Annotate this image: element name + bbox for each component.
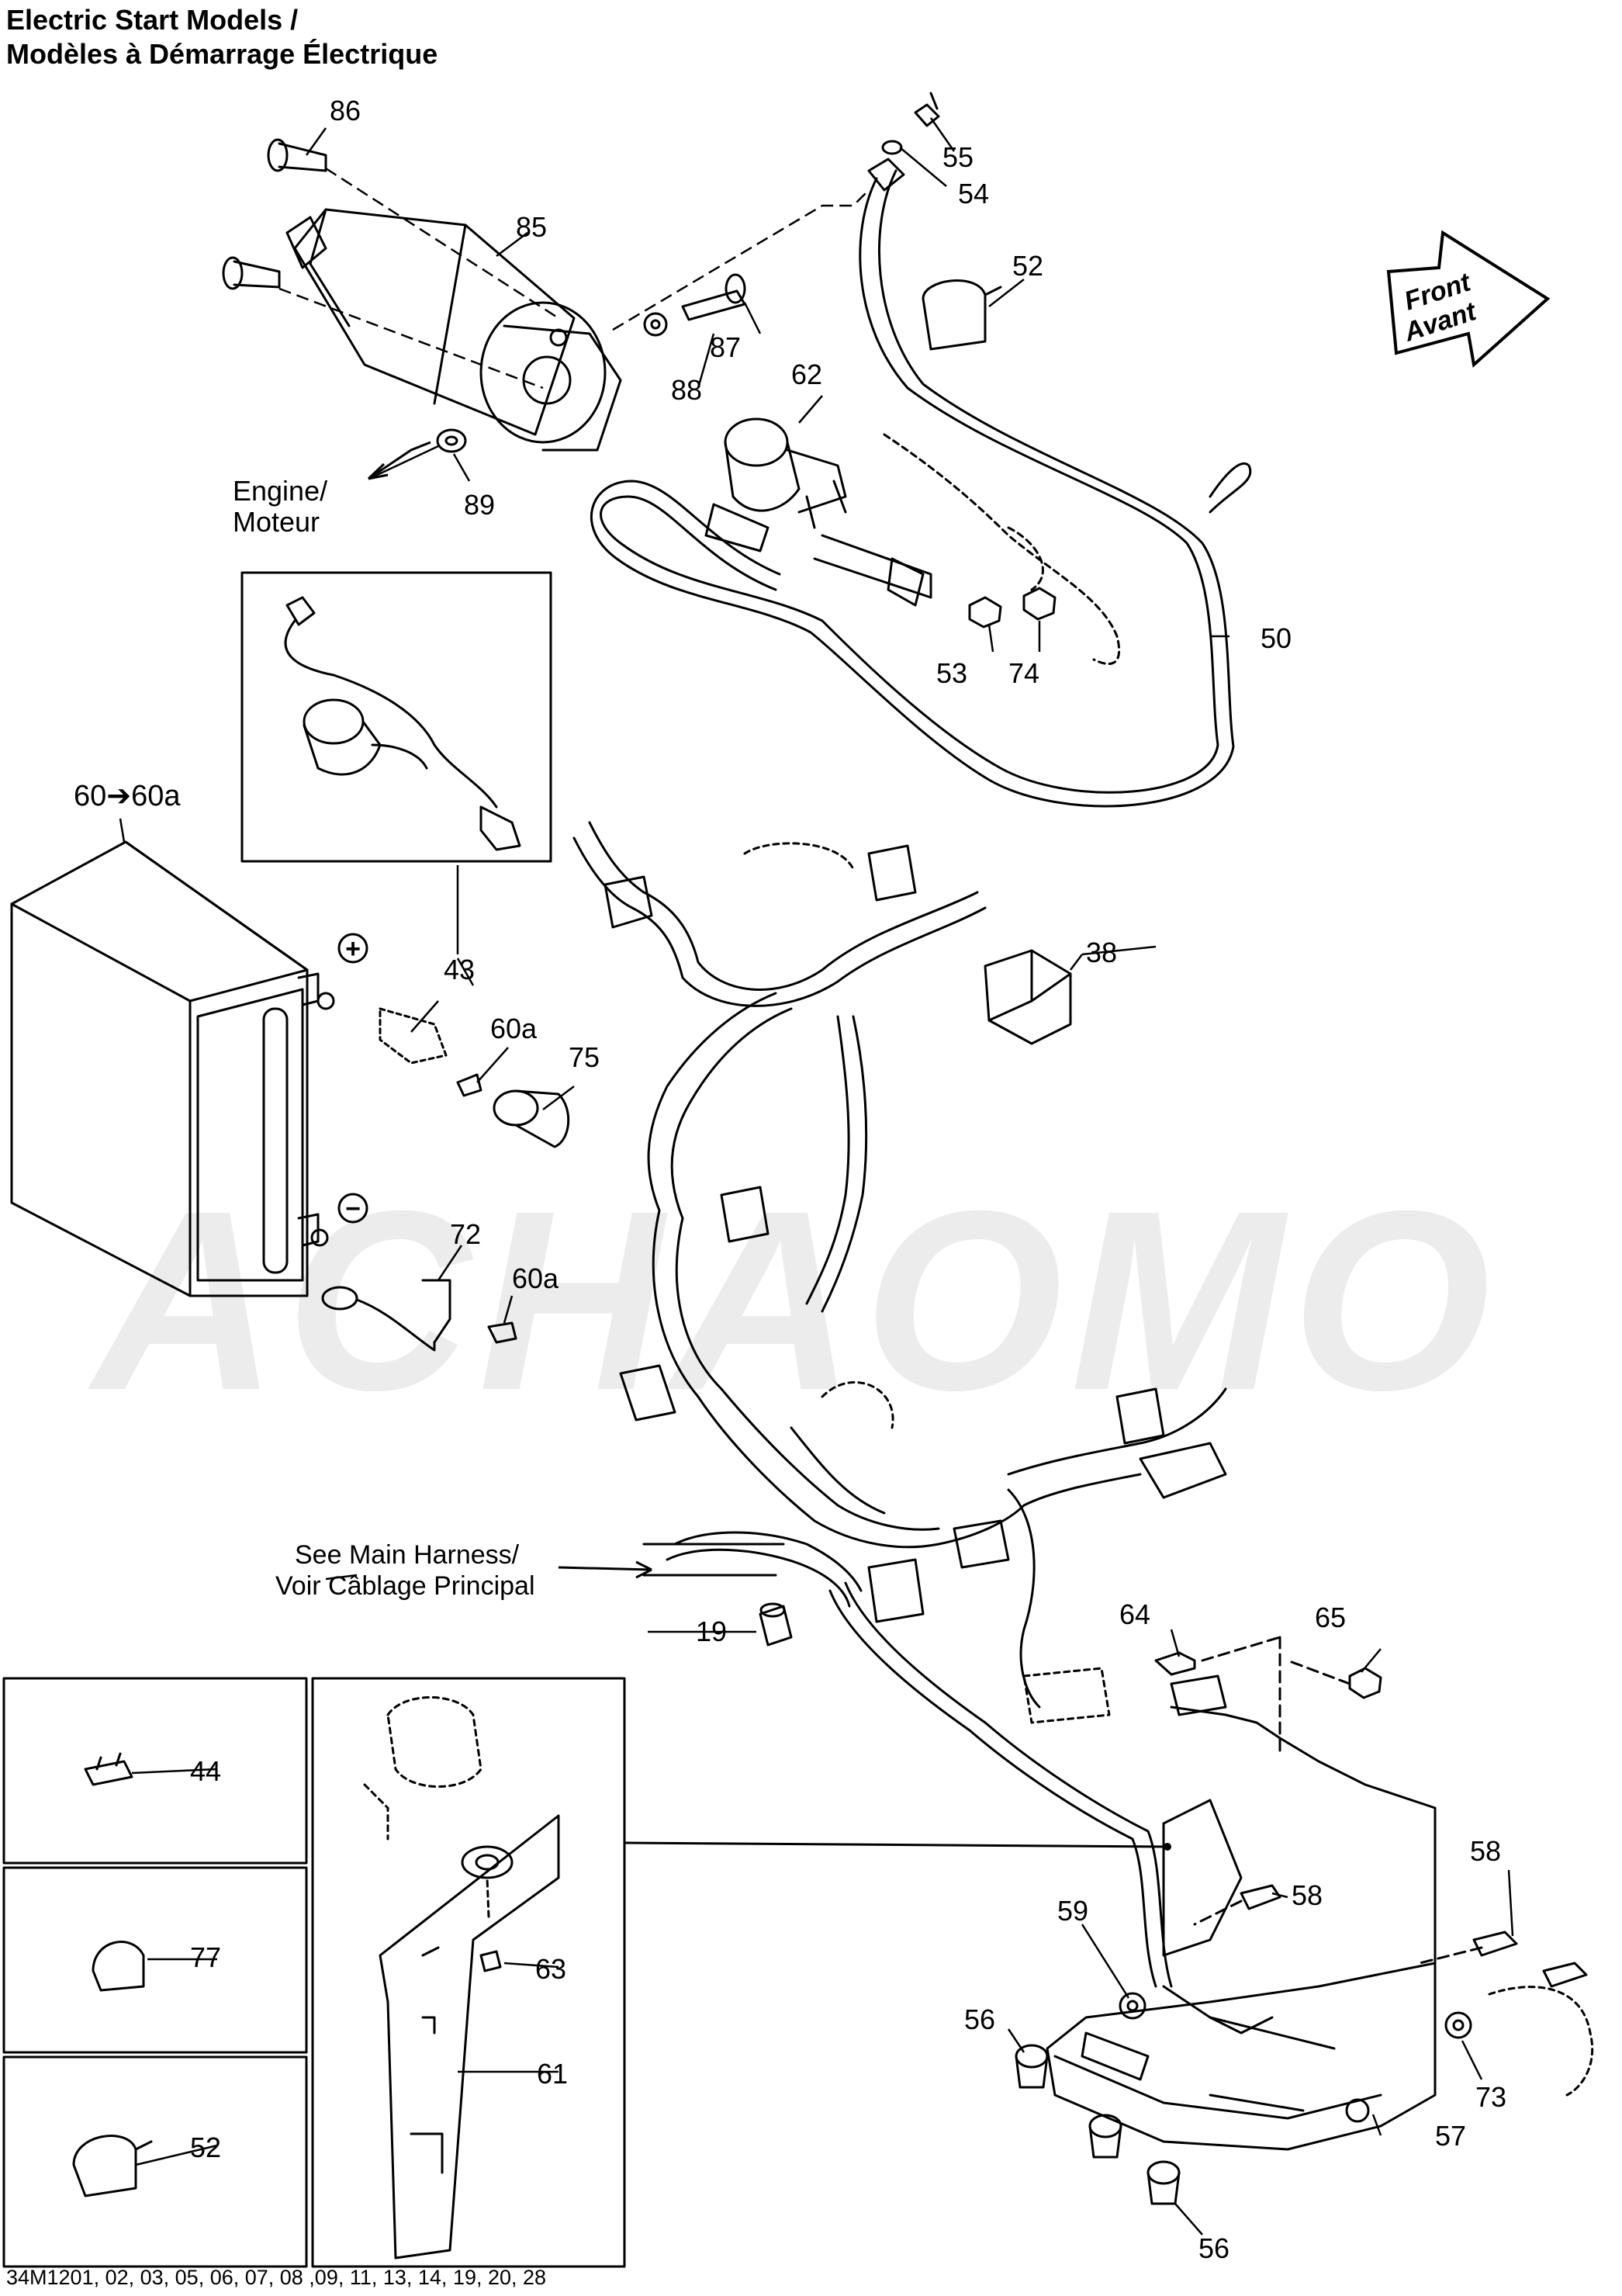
bracket-61 — [363, 1696, 560, 2260]
callout-64: 64 — [1119, 1598, 1150, 1630]
callout-86: 86 — [330, 95, 361, 126]
callout-52: 52 — [190, 2132, 221, 2163]
cable-43 — [284, 596, 521, 851]
plus-symbol: + — [345, 934, 361, 964]
battery-ref-label: 60➔60a — [74, 780, 181, 812]
callout-59: 59 — [1057, 1895, 1088, 1927]
callout-72: 72 — [450, 1218, 481, 1250]
callout-54: 54 — [958, 178, 989, 210]
battery-60 — [10, 840, 335, 1297]
inset-61-box — [311, 1677, 626, 2268]
bolt-87 — [643, 273, 746, 337]
callout-53: 53 — [936, 657, 967, 689]
bolt-64 — [1154, 1651, 1196, 1676]
page-title-line2: Modèles à Démarrage Électrique — [6, 38, 438, 70]
nut-65 — [1348, 1667, 1382, 1699]
solenoid-62 — [704, 417, 932, 607]
fuse-44 — [84, 1760, 133, 1786]
main-harness — [572, 821, 1227, 1988]
fitting-19 — [759, 1602, 793, 1647]
nut-63 — [479, 1950, 502, 1972]
watermark: ACHAOMO — [85, 1157, 1499, 1443]
harness-note-2: Voir Câblage Principal — [275, 1571, 535, 1601]
callout-88: 88 — [671, 374, 702, 406]
callout-56: 56 — [1198, 2232, 1229, 2264]
clamp-52 — [922, 279, 1002, 351]
callout-52: 52 — [1012, 250, 1043, 282]
inset-52-box — [2, 2055, 308, 2268]
callout-75: 75 — [569, 1041, 600, 1073]
engine-note: Engine/ — [233, 475, 327, 507]
callout-62: 62 — [791, 358, 822, 390]
bolt-60a — [456, 1073, 482, 1097]
callout-19: 19 — [696, 1616, 727, 1647]
cable-50 — [600, 177, 1219, 794]
nut-55 — [881, 92, 940, 155]
starter-motor — [285, 208, 622, 452]
callout-56: 56 — [964, 2003, 995, 2035]
callout-38: 38 — [1086, 937, 1117, 968]
callout-73: 73 — [1475, 2081, 1506, 2113]
callout-65: 65 — [1315, 1602, 1346, 1633]
callout-85: 85 — [516, 211, 547, 243]
callout-57: 57 — [1435, 2120, 1466, 2152]
nut-53 — [968, 596, 1002, 629]
callout-89: 89 — [464, 489, 495, 521]
front-arrow: Front Avant — [1386, 230, 1551, 368]
nut-74 — [1022, 587, 1057, 621]
bolt-58 — [1240, 1884, 1281, 1910]
callout-58: 58 — [1292, 1879, 1323, 1911]
callout-74: 74 — [1008, 657, 1039, 689]
callout-87: 87 — [710, 331, 741, 363]
grommet-56 — [1015, 2044, 1181, 2205]
callout-58: 58 — [1470, 1835, 1501, 1867]
engine-note-2: Moteur — [233, 506, 320, 538]
callout-44: 44 — [190, 1755, 221, 1787]
callout-60a: 60a — [490, 1013, 538, 1044]
clamp-52-lower — [72, 2135, 137, 2197]
washer-73 — [1444, 2011, 1472, 2039]
callout-50: 50 — [1261, 622, 1292, 654]
minus-symbol: − — [345, 1194, 361, 1224]
callout-61: 61 — [537, 2058, 568, 2090]
page-title-line1: Electric Start Models / — [6, 4, 299, 36]
figure-code: 34M1201, 02, 03, 05, 06, 07, 08 ,09, 11,… — [6, 2266, 547, 2289]
clip-77 — [92, 1941, 145, 1992]
callout-43: 43 — [444, 954, 475, 985]
inset-43-box — [240, 571, 552, 863]
inset-44-box — [2, 1677, 308, 1865]
washer-59 — [1119, 1992, 1146, 2020]
inset-77-box — [2, 1866, 308, 2054]
relay-38 — [984, 949, 1072, 1045]
callout-60a: 60a — [512, 1262, 559, 1294]
battery-tray-57 — [1046, 1706, 1437, 2151]
harness-note: See Main Harness/ — [295, 1540, 520, 1570]
cable-72 — [321, 1279, 451, 1352]
callout-63: 63 — [535, 1953, 566, 1985]
callout-55: 55 — [942, 141, 974, 173]
washer-89 — [436, 428, 467, 453]
bolt-86 — [222, 138, 327, 290]
callout-77: 77 — [190, 1941, 221, 1973]
